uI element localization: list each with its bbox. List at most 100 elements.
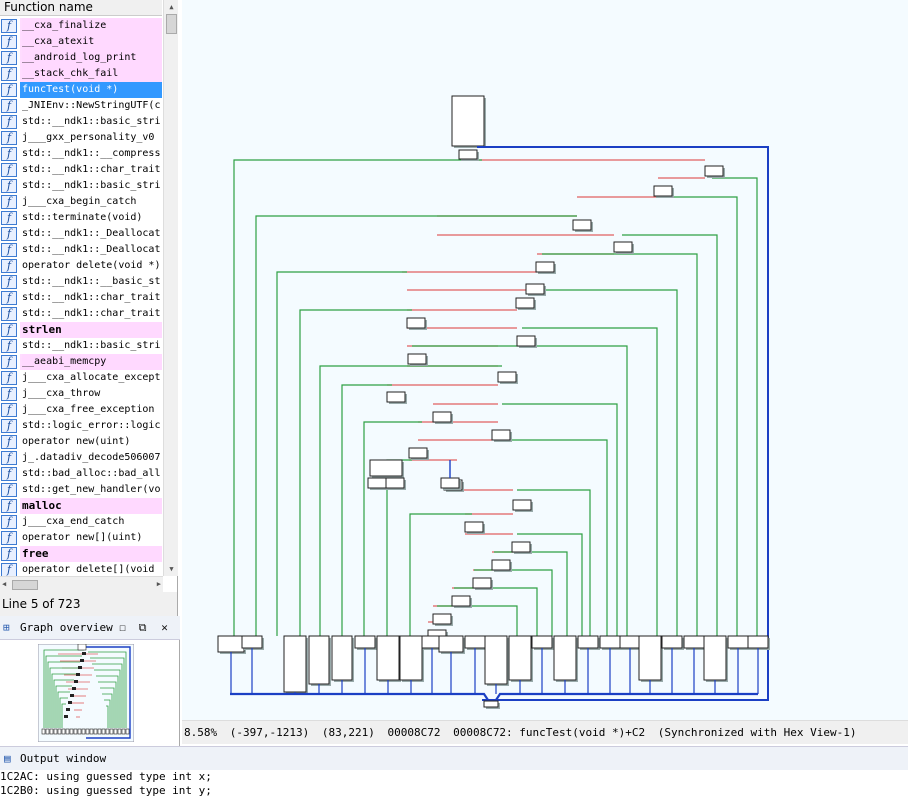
graph-node[interactable]: [516, 335, 536, 347]
graph-node[interactable]: [367, 477, 387, 489]
function-list-item[interactable]: f_JNIEnv::NewStringUTF(c: [0, 98, 162, 114]
function-list-item[interactable]: f__android_log_print: [0, 50, 162, 66]
close-icon[interactable]: ✕: [161, 621, 168, 634]
function-list-item[interactable]: f__aeabi_memcpy: [0, 354, 162, 370]
graph-node[interactable]: [385, 477, 405, 489]
graph-node[interactable]: [491, 429, 511, 441]
function-name-column-header[interactable]: Function name: [0, 0, 162, 16]
graph-node[interactable]: [399, 635, 423, 681]
graph-node[interactable]: [241, 635, 263, 649]
graph-node[interactable]: [438, 635, 464, 653]
graph-node[interactable]: [451, 95, 485, 147]
graph-node[interactable]: [653, 185, 673, 197]
graph-node[interactable]: [483, 700, 499, 708]
output-window-body[interactable]: 1C2AC: using guessed type int x; 1C2B0: …: [0, 770, 908, 796]
graph-node[interactable]: [599, 635, 621, 649]
function-list-horizontal-scrollbar[interactable]: ◀ ▶: [0, 576, 163, 592]
graph-node[interactable]: [308, 635, 330, 685]
graph-node[interactable]: [535, 261, 555, 273]
graph-node[interactable]: [512, 499, 532, 511]
graph-node[interactable]: [408, 447, 428, 459]
graph-node[interactable]: [369, 459, 403, 477]
function-list-vertical-scrollbar[interactable]: ▲ ▼: [163, 0, 178, 576]
graph-node[interactable]: [661, 635, 683, 649]
graph-node[interactable]: [440, 477, 460, 489]
function-list-item[interactable]: f__cxa_finalize: [0, 18, 162, 34]
float-icon[interactable]: ⧉: [138, 621, 147, 634]
scrollbar-thumb[interactable]: [166, 14, 177, 34]
graph-node[interactable]: [217, 635, 245, 653]
graph-view[interactable]: [182, 0, 908, 720]
restore-icon[interactable]: ☐: [119, 621, 126, 634]
graph-node[interactable]: [376, 635, 400, 681]
graph-overview-minimap[interactable]: [38, 644, 134, 742]
graph-node[interactable]: [472, 577, 492, 589]
graph-node[interactable]: [386, 391, 406, 403]
graph-node[interactable]: [553, 635, 577, 681]
graph-node[interactable]: [484, 635, 508, 685]
graph-node[interactable]: [407, 353, 427, 365]
graph-node[interactable]: [354, 635, 376, 649]
function-list-item[interactable]: f__cxa_atexit: [0, 34, 162, 50]
scroll-down-arrow-icon[interactable]: ▼: [169, 565, 174, 573]
graph-node[interactable]: [508, 635, 532, 681]
scroll-up-arrow-icon[interactable]: ▲: [169, 3, 174, 11]
graph-node[interactable]: [515, 297, 535, 309]
graph-node[interactable]: [491, 559, 511, 571]
graph-node[interactable]: [572, 219, 592, 231]
graph-node[interactable]: [451, 595, 471, 607]
graph-node[interactable]: [747, 635, 769, 649]
graph-node[interactable]: [613, 241, 633, 253]
graph-node[interactable]: [683, 635, 705, 649]
graph-node[interactable]: [638, 635, 662, 681]
graph-node[interactable]: [577, 635, 599, 649]
graph-node[interactable]: [432, 613, 452, 625]
graph-node[interactable]: [511, 541, 531, 553]
graph-node[interactable]: [619, 635, 641, 649]
graph-node[interactable]: [525, 283, 545, 295]
graph-node[interactable]: [331, 635, 353, 681]
graph-node[interactable]: [497, 371, 517, 383]
graph-node[interactable]: [406, 317, 426, 329]
scroll-right-arrow-icon[interactable]: ▶: [156, 580, 161, 588]
control-flow-graph[interactable]: [182, 0, 908, 720]
graph-node[interactable]: [432, 411, 452, 423]
graph-node[interactable]: [704, 165, 724, 177]
scroll-left-arrow-icon[interactable]: ◀: [2, 580, 7, 588]
graph-node[interactable]: [464, 521, 484, 533]
graph-node[interactable]: [464, 635, 486, 649]
scrollbar-thumb[interactable]: [12, 580, 38, 590]
graph-node[interactable]: [531, 635, 553, 649]
graph-node[interactable]: [727, 635, 749, 649]
graph-node[interactable]: [283, 635, 307, 693]
function-list-item[interactable]: f__stack_chk_fail: [0, 66, 162, 82]
